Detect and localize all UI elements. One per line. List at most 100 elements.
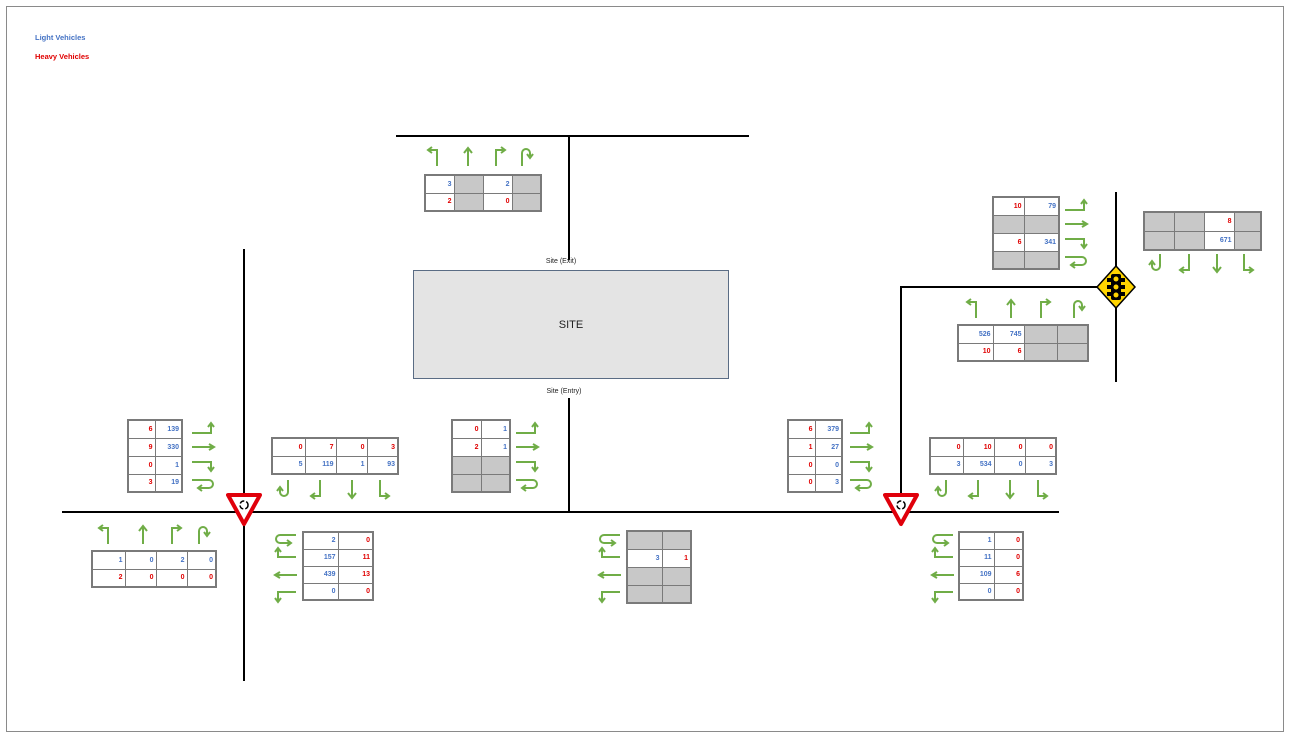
count-cell bbox=[1143, 211, 1175, 232]
west-south-movement-arrows bbox=[97, 524, 211, 544]
turn-right-icon bbox=[1178, 254, 1190, 274]
straight-ahead-icon bbox=[1006, 298, 1016, 318]
count-cell: 2 bbox=[482, 174, 513, 194]
count-cell bbox=[1023, 250, 1060, 270]
site-access-west-movement-arrows bbox=[516, 421, 540, 492]
count-cell: 2 bbox=[424, 192, 455, 212]
count-cell: 11 bbox=[337, 548, 374, 567]
count-cell: 0 bbox=[335, 437, 368, 457]
count-cell: 10 bbox=[962, 437, 995, 457]
count-cell: 6 bbox=[787, 419, 816, 439]
count-cell: 0 bbox=[451, 419, 482, 439]
count-cell: 0 bbox=[124, 550, 157, 570]
road-west-north-south bbox=[243, 249, 245, 681]
road-site-access bbox=[568, 398, 570, 512]
straight-ahead-icon bbox=[1005, 480, 1015, 500]
count-cell: 119 bbox=[304, 455, 337, 475]
count-cell: 139 bbox=[154, 419, 183, 439]
road-east-connector bbox=[900, 286, 1116, 288]
count-cell: 3 bbox=[814, 473, 843, 493]
turn-left-icon bbox=[1243, 254, 1255, 274]
u-turn-icon bbox=[932, 534, 953, 547]
count-cell: 671 bbox=[1203, 230, 1235, 251]
traffic-signal-icon bbox=[1096, 265, 1136, 309]
count-cell: 0 bbox=[814, 455, 843, 475]
u-turn-icon bbox=[1065, 256, 1087, 269]
count-cell: 0 bbox=[302, 582, 339, 601]
count-cell bbox=[480, 455, 511, 475]
east-north-movement-arrows bbox=[934, 480, 1049, 500]
count-cell: 379 bbox=[814, 419, 843, 439]
straight-ahead-icon bbox=[516, 443, 540, 451]
turn-right-icon bbox=[171, 524, 183, 544]
count-cell: 1 bbox=[958, 531, 995, 550]
road-main-east-west bbox=[62, 511, 1059, 513]
turn-right-icon bbox=[495, 146, 507, 166]
site-area: SITE bbox=[413, 270, 729, 379]
count-cell: 0 bbox=[482, 192, 513, 212]
count-cell: 7 bbox=[304, 437, 337, 457]
west-west-movement-arrows bbox=[192, 421, 216, 492]
turn-right-icon bbox=[850, 461, 873, 473]
straight-ahead-icon bbox=[138, 524, 148, 544]
count-cell: 3 bbox=[929, 455, 964, 475]
turn-right-icon bbox=[1040, 298, 1052, 318]
count-cell: 6 bbox=[127, 419, 156, 439]
count-cell: 19 bbox=[154, 473, 183, 493]
count-cell: 0 bbox=[958, 582, 995, 601]
count-cell bbox=[453, 192, 484, 212]
site-exit-label: Site (Exit) bbox=[545, 258, 577, 265]
straight-ahead-icon bbox=[463, 146, 473, 166]
count-cell bbox=[1056, 324, 1089, 344]
count-table-east-north: 0 10 0 0 3 534 0 3 bbox=[929, 437, 1057, 475]
road-site-exit-stem bbox=[568, 136, 570, 260]
legend-light-vehicles: Light Vehicles bbox=[35, 33, 86, 42]
count-cell: 6 bbox=[992, 232, 1025, 252]
count-cell: 0 bbox=[993, 582, 1024, 601]
count-cell: 3 bbox=[366, 437, 399, 457]
count-cell bbox=[992, 250, 1025, 270]
u-turn-icon bbox=[516, 479, 538, 492]
count-cell: 79 bbox=[1023, 196, 1060, 216]
turn-right-icon bbox=[192, 461, 215, 473]
count-cell: 8 bbox=[1203, 211, 1235, 232]
count-cell: 0 bbox=[993, 455, 1026, 475]
legend-heavy-vehicles: Heavy Vehicles bbox=[35, 52, 90, 61]
count-cell bbox=[626, 530, 663, 550]
straight-ahead-icon bbox=[273, 571, 297, 579]
count-cell: 3 bbox=[424, 174, 455, 194]
count-table-signal-south: 526 745 10 6 bbox=[957, 324, 1089, 362]
u-turn-icon bbox=[934, 480, 947, 497]
count-cell bbox=[1233, 211, 1262, 232]
count-cell bbox=[661, 584, 692, 604]
straight-ahead-icon bbox=[347, 480, 357, 500]
count-cell: 6 bbox=[992, 342, 1025, 362]
u-turn-icon bbox=[276, 480, 289, 497]
count-cell: 0 bbox=[127, 455, 156, 475]
u-turn-icon bbox=[599, 534, 620, 547]
turn-right-icon bbox=[309, 480, 321, 500]
count-cell bbox=[480, 473, 511, 493]
count-cell: 439 bbox=[302, 565, 339, 584]
count-cell: 1 bbox=[787, 437, 816, 457]
count-cell bbox=[626, 584, 663, 604]
count-cell: 10 bbox=[957, 342, 994, 362]
count-cell: 1 bbox=[480, 437, 511, 457]
count-cell: 3 bbox=[1024, 455, 1057, 475]
site-label: SITE bbox=[558, 318, 584, 331]
u-turn-icon bbox=[198, 526, 211, 544]
count-cell: 0 bbox=[787, 473, 816, 493]
straight-ahead-icon bbox=[597, 571, 621, 579]
count-cell: 93 bbox=[366, 455, 399, 475]
count-cell bbox=[1173, 211, 1205, 232]
count-cell bbox=[1173, 230, 1205, 251]
site-access-east-movement-arrows bbox=[597, 534, 621, 604]
u-turn-icon bbox=[1073, 300, 1086, 318]
count-cell bbox=[661, 566, 692, 586]
count-cell: 2 bbox=[302, 531, 339, 550]
